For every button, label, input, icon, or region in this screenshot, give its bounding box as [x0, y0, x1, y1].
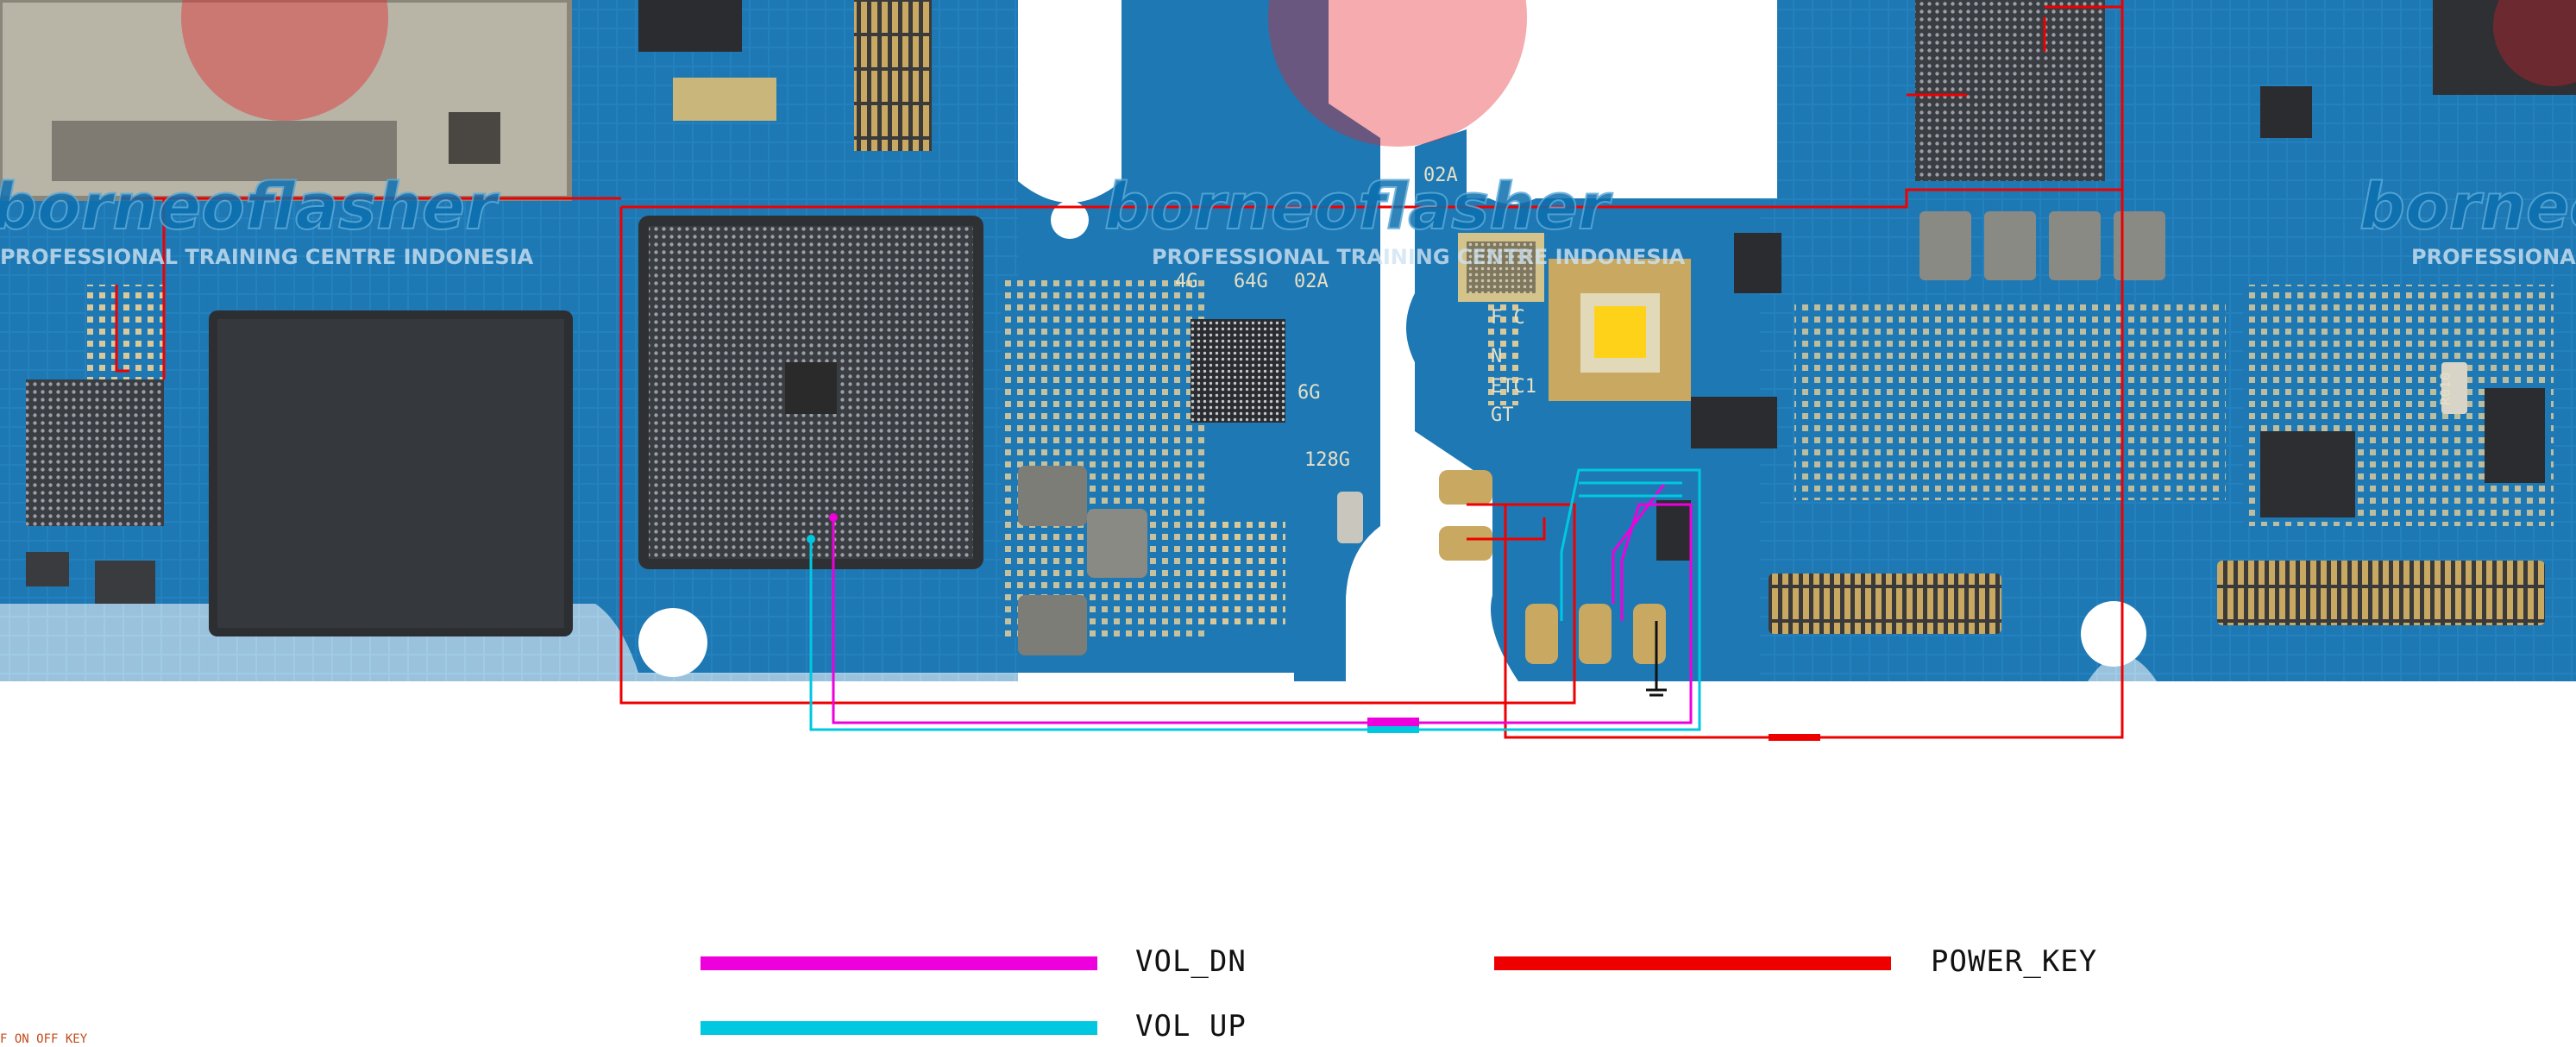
power-key-trace-b: [115, 197, 1546, 541]
silk-02a: 02A: [1294, 271, 1329, 292]
silk-64g: 64G: [1234, 271, 1268, 292]
watermark-tagline-right: PROFESSIONAL: [2411, 245, 2576, 269]
silk-fcc-2: N: [1491, 346, 1502, 367]
silk-6g: 6G: [1297, 382, 1321, 404]
pcb-right-board: [1406, 0, 2576, 681]
silk-fcc-3: ETC1: [1491, 376, 1536, 398]
corner-note: F ON OFF KEY: [0, 1032, 88, 1046]
vol-dn-trace: [832, 503, 1693, 724]
vol-up-trace-b: [1579, 481, 1682, 498]
power-key-trace-c: [1907, 5, 2122, 97]
silk-fcc-1: F C: [1491, 307, 1525, 329]
silk-4g: 4G: [1175, 271, 1198, 292]
silk-128g: 128G: [1304, 449, 1350, 471]
silk-02a-top: 02A: [1423, 165, 1458, 186]
legend-swatch-vol-up: [701, 1021, 1097, 1035]
watermark-logo-marks: [181, 0, 2576, 147]
watermark-brand-right: borneoflasher: [2359, 170, 2576, 244]
legend-label-power-key: POWER_KEY: [1931, 944, 2098, 979]
signal-traces: [115, 0, 2124, 741]
legend-label-vol-dn: VOL_DN: [1135, 944, 1247, 979]
vol-up-trace: [809, 468, 1701, 731]
watermark-tagline-left: PROFESSIONAL TRAINING CENTRE INDONESIA: [0, 245, 534, 269]
legend-swatch-vol-dn: [701, 956, 1097, 970]
watermark-tagline-center: PROFESSIONAL TRAINING CENTRE INDONESIA: [1152, 245, 1686, 269]
legend-swatch-power-key: [1494, 956, 1891, 970]
legend-label-vol-up: VOL UP: [1135, 1009, 1247, 1044]
silk-r010: R010: [2437, 372, 2453, 405]
pcb-left-board: [0, 0, 1380, 681]
watermark-brand-left: borneoflasher: [0, 170, 500, 244]
silk-fcc-4: GT: [1491, 404, 1514, 426]
watermark-brand-center: borneoflasher: [1104, 170, 1613, 244]
